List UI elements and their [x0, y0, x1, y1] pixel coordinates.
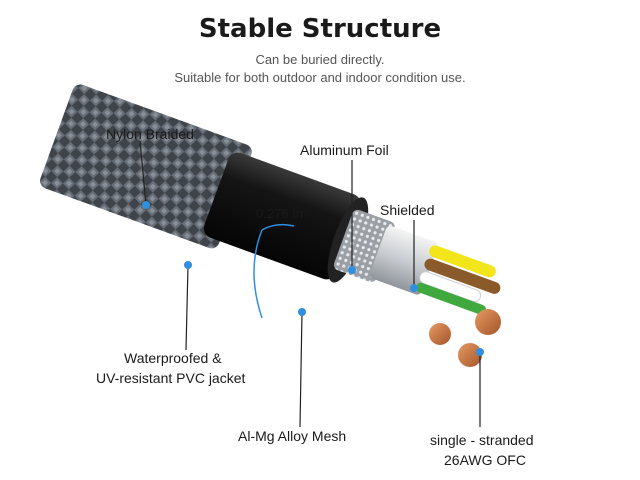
- copper-conductors: [429, 309, 501, 367]
- label-pvc-line-2: UV-resistant PVC jacket: [96, 370, 246, 386]
- leader-nylon: [139, 140, 147, 206]
- label-alloy-mesh: Al-Mg Alloy Mesh: [238, 428, 347, 444]
- label-pvc-line-1: Waterproofed &: [124, 350, 222, 366]
- dot-conductor: [476, 348, 484, 356]
- diameter-arc-top: [261, 223, 295, 231]
- dot-mesh: [298, 308, 306, 316]
- label-shielded: Shielded: [380, 202, 435, 218]
- dot-nylon: [142, 201, 150, 209]
- label-conductor-line-2: 26AWG OFC: [444, 452, 526, 468]
- diameter-arc: [253, 229, 263, 319]
- subtitle-line-1: Can be buried directly.: [255, 52, 385, 67]
- dot-shielded: [410, 284, 418, 292]
- label-conductor-line-1: single - stranded: [430, 432, 534, 448]
- inner-wires: [415, 245, 501, 315]
- leader-pvc: [185, 264, 189, 351]
- label-diameter: 0.276 In: [256, 206, 303, 221]
- subtitle-line-2: Suitable for both outdoor and indoor con…: [174, 70, 466, 85]
- dot-pvc: [184, 261, 192, 269]
- label-nylon-braided: Nylon Braided: [106, 126, 194, 142]
- dot-foil: [348, 266, 356, 274]
- nylon-braid: [40, 84, 252, 249]
- title: Stable Structure: [198, 14, 442, 44]
- leader-mesh: [299, 311, 303, 428]
- label-aluminum-foil: Aluminum Foil: [300, 142, 389, 158]
